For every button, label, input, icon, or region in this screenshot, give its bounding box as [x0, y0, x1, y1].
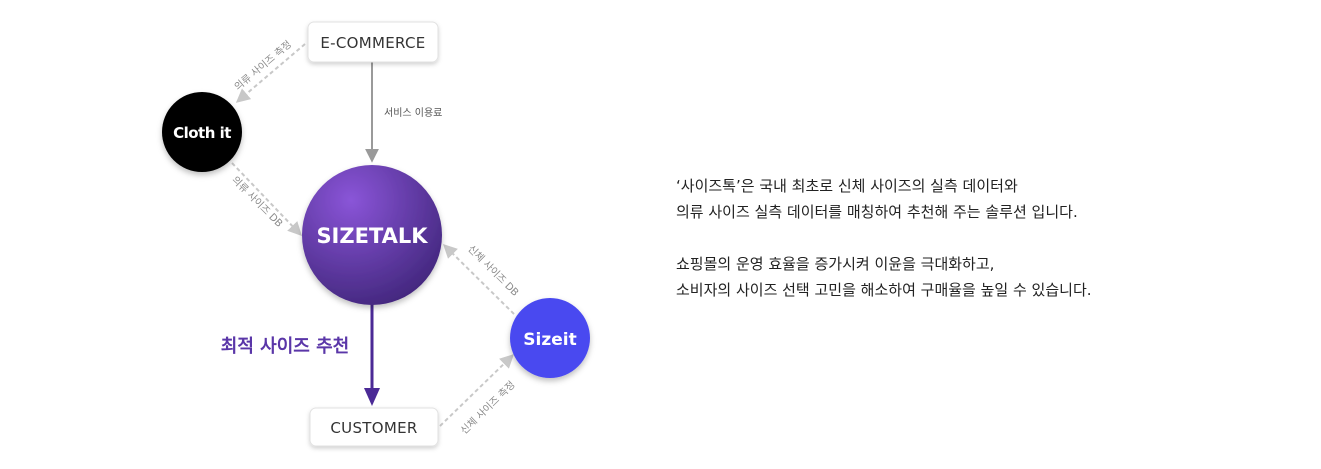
business-flow-diagram: 의류 사이즈 측정 서비스 이용료 의류 사이즈 DB 신체 사이즈 DB 신체…	[162, 21, 590, 447]
edge-label-sizeit-to-sizetalk: 신체 사이즈 DB	[465, 243, 521, 299]
edge-label-ecommerce-to-clothit: 의류 사이즈 측정	[232, 38, 294, 93]
node-clothit-label: Cloth it	[173, 124, 231, 142]
arrowhead-customer-icon	[364, 388, 380, 406]
node-ecommerce: E-COMMERCE	[307, 21, 439, 63]
edge-ecommerce-to-clothit	[235, 43, 306, 103]
node-sizeit-label: Sizeit	[523, 330, 576, 350]
node-sizetalk-label: SIZETALK	[316, 224, 428, 248]
node-sizetalk: SIZETALK	[302, 165, 442, 305]
description-block: ‘사이즈톡’은 국내 최초로 신체 사이즈의 실측 데이터와 의류 사이즈 실측…	[676, 173, 1236, 303]
sizetalk-circle	[302, 165, 442, 305]
node-customer-label: CUSTOMER	[330, 419, 417, 437]
description-line: 소비자의 사이즈 선택 고민을 해소하여 구매율을 높일 수 있습니다.	[676, 281, 1092, 299]
clothit-circle	[162, 92, 242, 172]
description-line: 쇼핑몰의 운영 효율을 증가시켜 이윤을 극대화하고,	[676, 255, 995, 273]
description-paragraph-2: 쇼핑몰의 운영 효율을 증가시켜 이윤을 극대화하고, 소비자의 사이즈 선택 …	[676, 251, 1236, 303]
node-sizeit: Sizeit	[510, 298, 590, 378]
sizeit-circle	[510, 298, 590, 378]
edge-customer-to-sizeit	[439, 354, 515, 427]
edge-sizeit-to-sizetalk	[443, 244, 515, 315]
description-paragraph-1: ‘사이즈톡’은 국내 최초로 신체 사이즈의 실측 데이터와 의류 사이즈 실측…	[676, 173, 1236, 225]
node-customer: CUSTOMER	[309, 407, 439, 447]
recommend-label: 최적 사이즈 추천	[221, 336, 349, 357]
node-ecommerce-label: E-COMMERCE	[320, 34, 425, 52]
node-clothit: Cloth it	[162, 92, 242, 172]
edge-clothit-to-sizetalk	[231, 162, 302, 237]
edge-label-customer-to-sizeit: 신체 사이즈 측정	[458, 379, 517, 437]
description-line: 의류 사이즈 실측 데이터를 매칭하여 추천해 주는 솔루션 입니다.	[676, 203, 1078, 221]
edge-label-clothit-to-sizetalk: 의류 사이즈 DB	[229, 174, 285, 230]
description-line: ‘사이즈톡’은 국내 최초로 신체 사이즈의 실측 데이터와	[676, 177, 1018, 195]
edge-label-ecommerce-to-sizetalk: 서비스 이용료	[384, 107, 442, 119]
